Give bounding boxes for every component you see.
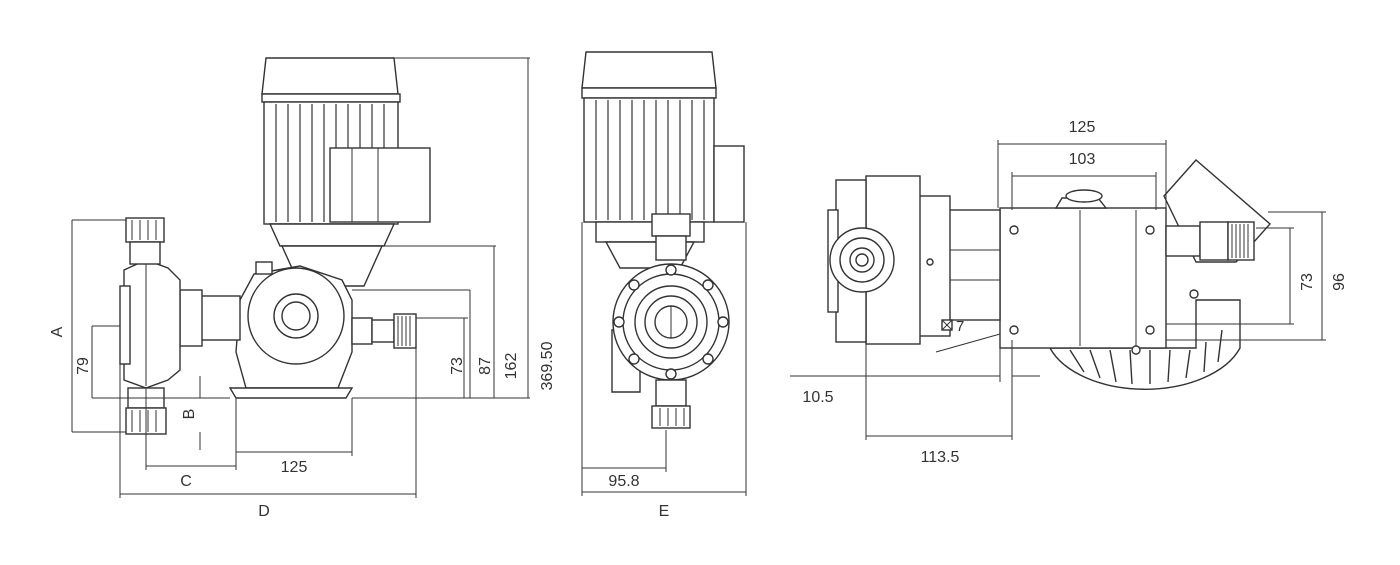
dim-73-side-label: 73 bbox=[449, 357, 466, 375]
dim-79-label: 79 bbox=[75, 357, 92, 375]
side-motor-fan-cover bbox=[261, 57, 399, 95]
dim-113-label: 113.5 bbox=[921, 449, 960, 466]
top-shaft bbox=[947, 209, 1001, 321]
dim-103-label: 103 bbox=[1069, 151, 1096, 168]
dim-7-label: 7 bbox=[956, 318, 964, 335]
side-motor-flange bbox=[268, 223, 396, 247]
dim-10-label: 10.5 bbox=[802, 389, 833, 406]
top-adjust-knob bbox=[1199, 221, 1229, 261]
front-bottom-nut bbox=[651, 405, 691, 429]
side-base bbox=[228, 387, 354, 399]
dim-162-label: 162 bbox=[503, 353, 520, 380]
top-housing bbox=[999, 207, 1167, 349]
dim-95-label: 95.8 bbox=[608, 473, 639, 490]
dim-125-top-label: 125 bbox=[1069, 119, 1096, 136]
front-top-valve bbox=[651, 213, 691, 237]
side-terminal-box bbox=[329, 147, 431, 223]
side-adjust-knob bbox=[393, 313, 417, 349]
dim-96-label: 96 bbox=[1331, 273, 1348, 291]
dim-a-label: A bbox=[49, 326, 66, 337]
dim-125-side-label: 125 bbox=[281, 459, 308, 476]
side-adjust-shaft bbox=[371, 319, 395, 343]
front-terminal-box bbox=[713, 145, 745, 223]
dim-d-label: D bbox=[258, 503, 270, 520]
front-bottom-valve bbox=[655, 379, 687, 407]
front-view: 95.8 E bbox=[581, 51, 747, 520]
dim-369-label: 369.50 bbox=[539, 341, 556, 390]
dim-87-label: 87 bbox=[477, 357, 494, 375]
dim-e-label: E bbox=[659, 503, 670, 520]
front-head-bolts bbox=[613, 264, 729, 380]
top-fan-guard bbox=[1048, 299, 1241, 390]
top-adjust-shaft bbox=[1165, 225, 1201, 257]
side-pump-head bbox=[123, 259, 181, 389]
side-view: A 79 B C 125 D 73 87 162 369.50 bbox=[49, 57, 556, 520]
dim-c-label: C bbox=[180, 473, 192, 490]
side-motor-band bbox=[261, 93, 401, 103]
front-motor-fan-cover bbox=[581, 51, 717, 89]
dim-73-top-label: 73 bbox=[1299, 273, 1316, 291]
dim-b-label: B bbox=[181, 409, 198, 420]
front-motor-body bbox=[583, 97, 715, 223]
top-view: 7 125 103 73 96 10.5 113.5 bbox=[790, 119, 1348, 466]
